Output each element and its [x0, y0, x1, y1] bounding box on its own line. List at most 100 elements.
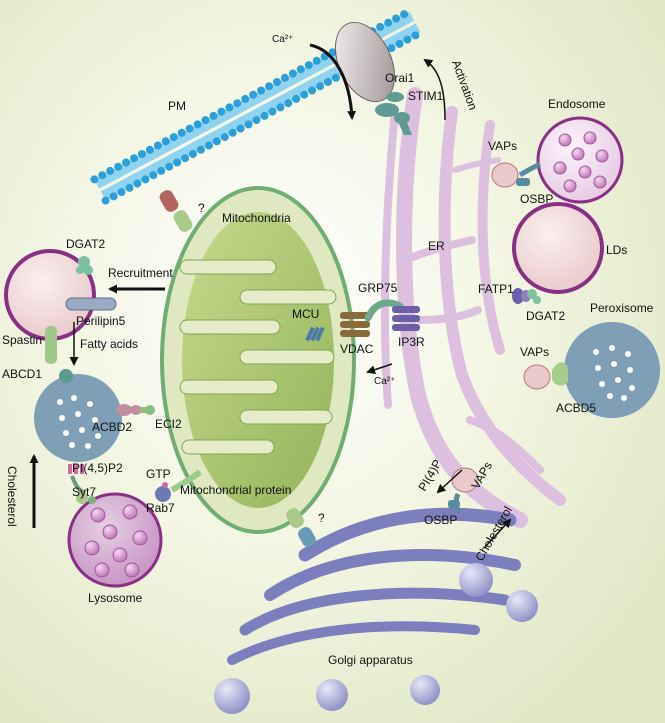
pm-lipid-head — [106, 166, 115, 175]
pm-lipid-head — [257, 86, 266, 95]
stim1-protein — [375, 92, 412, 135]
pm-lipid-head — [225, 103, 234, 112]
pi4p-arrow — [436, 469, 463, 494]
label-fatp1: FATP1 — [478, 282, 514, 296]
label-vaps-endosome: VAPs — [488, 139, 517, 153]
vaps-acbd5-peroxisome — [523, 362, 568, 390]
label-dgat2-left: DGAT2 — [66, 237, 105, 251]
pm-lipid-head — [288, 69, 297, 78]
pm-lipid-head — [181, 154, 190, 163]
label-lysosome: Lysosome — [88, 591, 143, 605]
label-q-golgi: ? — [318, 511, 325, 525]
label-golgi: Golgi apparatus — [328, 653, 413, 667]
label-endosome: Endosome — [548, 97, 606, 111]
pm-mito-tether — [159, 190, 193, 232]
pm-lipid-head — [193, 120, 202, 129]
pm-lipid-head — [411, 31, 420, 40]
label-q-pm: ? — [198, 201, 205, 215]
pm-lipid-head — [324, 78, 332, 86]
pm-lipid-head — [249, 90, 258, 99]
pm-lipid-head — [331, 73, 340, 82]
pm-lipid-head — [201, 116, 210, 125]
pm-lipid-head — [312, 56, 321, 65]
pm-lipid-head — [284, 99, 293, 108]
pm-lipid-head — [161, 137, 170, 146]
label-fatty-acids: Fatty acids — [80, 337, 138, 351]
label-vdac: VDAC — [340, 342, 374, 356]
label-abcd1: ABCD1 — [2, 367, 42, 381]
pm-lipid-head — [173, 158, 182, 167]
endosome — [536, 116, 624, 204]
rab7-complex — [155, 469, 202, 502]
label-eci2: ECI2 — [155, 417, 182, 431]
pm-lipid-head — [145, 145, 154, 154]
pm-lipid-head — [90, 175, 99, 184]
pm-lipid-head — [403, 35, 412, 44]
mitochondrion — [160, 186, 356, 534]
pm-lipid-head — [138, 150, 146, 158]
pm-lipid-head — [165, 162, 174, 171]
pm-lipid-head — [196, 145, 205, 154]
lipid-droplet-right — [512, 202, 604, 294]
label-stim1: STIM1 — [408, 89, 444, 103]
pm-lipid-head — [217, 107, 226, 116]
label-vaps-perox: VAPs — [520, 345, 549, 359]
pm-lipid-head — [265, 82, 274, 91]
label-rab7: Rab7 — [146, 501, 175, 515]
pm-lipid-head — [268, 107, 277, 116]
label-orai1: Orai1 — [385, 71, 415, 85]
pi45p2-marker — [68, 464, 84, 474]
pm-lipid-head — [252, 116, 261, 125]
vdac-grp75-ip3r-complex — [340, 299, 420, 337]
pm-lipid-head — [304, 61, 313, 70]
label-spastin: Spastin — [2, 333, 42, 347]
dgat2-left-protein — [76, 256, 93, 275]
label-grp75: GRP75 — [358, 281, 398, 295]
ca-er-arrow — [366, 363, 393, 375]
label-osbp-golgi: OSBP — [424, 513, 457, 527]
pm-lipid-head — [241, 94, 250, 103]
label-syt7: Syt7 — [72, 485, 96, 499]
pm-lipid-head — [300, 90, 309, 99]
label-acbd2: ACBD2 — [92, 420, 132, 434]
pm-lipid-head — [177, 128, 186, 137]
syt7-protein — [70, 475, 96, 504]
pm-lipid-head — [125, 183, 134, 192]
pm-lipid-head — [101, 196, 110, 205]
pm-lipid-head — [220, 133, 229, 142]
pm-lipid-head — [153, 141, 162, 150]
pm-lipid-head — [395, 39, 404, 48]
golgi-apparatus — [227, 507, 521, 665]
pm-lipid-head — [122, 158, 131, 167]
vaps-osbp-endosome — [491, 161, 542, 188]
label-perilipin5: Perilipin5 — [76, 314, 126, 328]
acbd2-eci2-complex — [116, 404, 155, 416]
pm-lipid-head — [296, 65, 305, 74]
pm-lipid-head — [276, 103, 285, 112]
pm-lipid-head — [280, 73, 289, 82]
pm-lipid-head — [209, 111, 218, 120]
pm-lipid-head — [212, 137, 221, 146]
label-mitochondria: Mitochondria — [222, 211, 291, 225]
mito-golgi-tether — [286, 508, 316, 547]
label-mito-protein: Mitochondrial protein — [180, 483, 291, 497]
pm-lipid-head — [236, 124, 245, 133]
pm-lipid-head — [133, 179, 142, 188]
pm-lipid-head — [169, 133, 178, 142]
mcu-channel — [305, 326, 325, 342]
abcd1-protein — [59, 369, 73, 383]
ca-influx-arrow — [309, 43, 357, 120]
fatp1-dgat2-right — [512, 288, 541, 304]
pm-lipid-head — [157, 166, 166, 175]
label-ca-top: Ca²⁺ — [272, 34, 293, 45]
pm-lipid-head — [149, 171, 158, 180]
cholesterol-right-arrow — [483, 518, 512, 549]
label-pm: PM — [168, 99, 186, 113]
pm-lipid-head — [308, 86, 317, 95]
arrows — [29, 43, 512, 549]
pm-lipid-head — [244, 120, 253, 129]
pm-lipid-head — [233, 99, 242, 108]
label-dgat2-right: DGAT2 — [526, 309, 565, 323]
label-gtp: GTP — [146, 467, 171, 481]
